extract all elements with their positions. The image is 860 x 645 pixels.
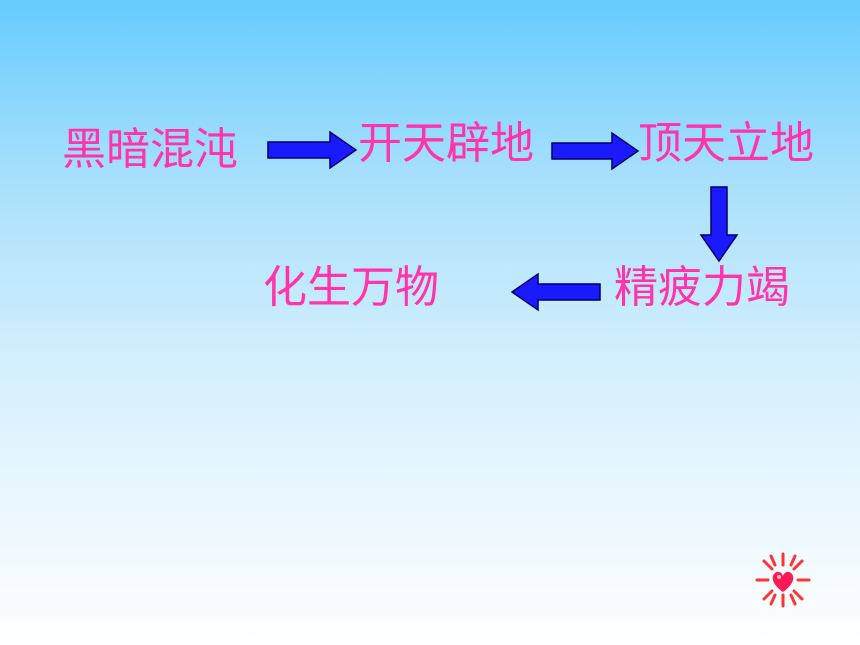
step-split: 开天辟地 <box>358 118 534 169</box>
arrow-down-icon <box>699 186 739 263</box>
step-hold: 顶天立地 <box>638 118 814 169</box>
step-chaos: 黑暗混沌 <box>62 124 238 175</box>
heart-burst-icon <box>755 552 811 608</box>
step-exhausted: 精疲力竭 <box>614 262 790 313</box>
arrow-right-icon <box>267 130 358 170</box>
arrow-right-icon <box>551 131 640 171</box>
step-transform: 化生万物 <box>263 262 439 313</box>
arrow-left-icon <box>510 272 601 312</box>
